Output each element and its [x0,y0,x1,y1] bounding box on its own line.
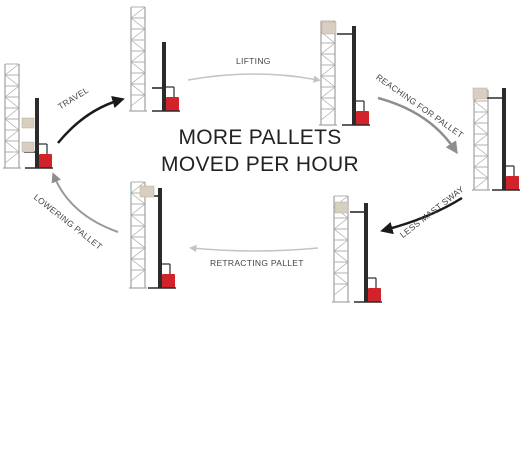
reach-truck [350,203,382,303]
truck-body [166,97,179,111]
truck-body [506,176,519,190]
rack-brace [320,75,336,88]
arrow-travel [57,96,125,144]
rack [472,89,490,191]
rack-brace [130,28,146,41]
rack-brace [4,118,20,131]
scene-retracting [129,181,176,289]
rack-brace [320,64,336,77]
scene-less-sway [332,195,382,303]
reach-truck [337,26,370,126]
truck-body [356,111,369,125]
rack-brace [130,269,146,282]
rack-brace [130,94,146,107]
rack-brace [473,177,489,190]
reach-truck [24,98,53,169]
rack-brace [130,50,146,63]
rack-brace [333,228,349,241]
rack-brace [4,96,20,109]
rack-brace [473,122,489,135]
rack-brace [130,236,146,249]
arrow-reaching [377,96,458,155]
rack [332,195,350,303]
rack-brace [130,181,146,194]
rack-brace [130,6,146,19]
rack-brace [320,86,336,99]
rack-brace [320,97,336,110]
rack-brace [320,42,336,55]
rack-brace [4,107,20,120]
headline-line-1: MORE PALLETS [178,126,342,149]
arrow-less-sway [380,196,463,235]
rack-brace [130,192,146,205]
pallet-load [321,21,337,35]
reach-truck [152,42,180,112]
pallet-load [334,201,349,214]
rack-brace [130,61,146,74]
truck-mast [158,188,162,288]
step-label-lifting: LIFTING [236,56,271,66]
rack [3,63,21,169]
rack-brace [473,111,489,124]
rack [129,181,147,289]
rack-brace [4,63,20,76]
rack [319,20,337,126]
rack-brace [333,261,349,274]
rack-brace [333,283,349,296]
rack-brace [4,85,20,98]
truck-mast [352,26,356,125]
step-label-retracting: RETRACTING PALLET [210,258,304,268]
rack-brace [473,155,489,168]
rack-brace [333,250,349,263]
rack-brace [333,217,349,230]
rack-brace [4,74,20,87]
rack-brace [473,144,489,157]
rack-brace [130,17,146,30]
rack-brace [4,151,20,164]
rack-brace [130,225,146,238]
scenes-group [3,6,520,303]
scene-travel [3,63,53,169]
truck-body [39,154,52,168]
rack-brace [130,83,146,96]
pallet-load [139,185,155,198]
scene-reach-top [472,87,520,191]
arrow-lifting [187,73,321,83]
reach-truck [148,188,176,289]
rack-brace [473,100,489,113]
rack-brace [130,214,146,227]
arrow-retracting [189,244,319,253]
rack-brace [333,272,349,285]
truck-mast [364,203,368,302]
rack-brace [320,53,336,66]
truck-mast [35,98,39,168]
rack-brace [320,108,336,121]
rack-brace [130,203,146,216]
rack-brace [473,166,489,179]
scene-lifting [129,6,180,112]
rack [129,6,147,112]
arrow-lowering [51,172,119,233]
truck-mast [502,88,506,190]
rack-brace [130,72,146,85]
rack-brace [130,258,146,271]
rack-brace [473,133,489,146]
rack-brace [4,129,20,142]
pallet-load [21,141,35,153]
scene-reaching [319,20,370,126]
pallet-load [472,87,488,100]
reach-truck [486,88,520,191]
truck-mast [162,42,166,111]
truck-body [368,288,381,302]
rack-brace [333,239,349,252]
rack-brace [130,247,146,260]
rack-brace [4,140,20,153]
rack-brace [130,39,146,52]
truck-body [162,274,175,288]
headline-line-2: MOVED PER HOUR [161,153,359,176]
pallet-load [21,117,35,129]
